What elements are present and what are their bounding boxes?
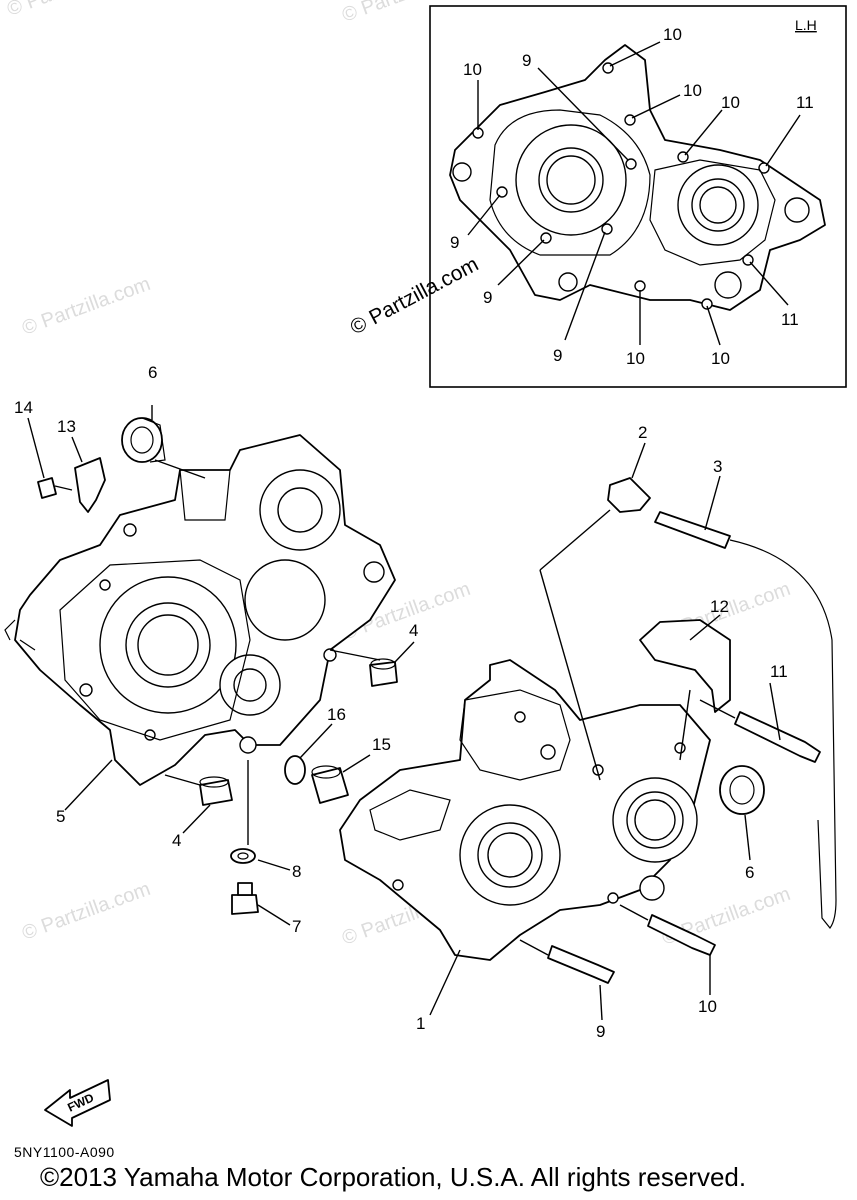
- callout-15: 15: [372, 735, 391, 754]
- callout-13: 13: [57, 417, 76, 436]
- crankcase-right-half: [339, 659, 711, 961]
- inset-crankcase-lh: [449, 44, 826, 311]
- callout-6: 6: [745, 863, 754, 882]
- crankcase-left-half: [4, 434, 396, 786]
- callout-7: 7: [292, 917, 301, 936]
- callout-9: 9: [596, 1022, 605, 1041]
- callout-11: 11: [770, 662, 788, 681]
- callout-4: 4: [172, 831, 181, 850]
- callout-9: 9: [450, 233, 459, 252]
- inset-side-label: L.H: [795, 17, 817, 33]
- callout-12: 12: [710, 597, 729, 616]
- watermark: © Partzilla.com: [339, 0, 473, 27]
- callout-5: 5: [56, 807, 65, 826]
- callout-10: 10: [663, 25, 682, 44]
- callout-4: 4: [409, 621, 418, 640]
- inset-box: [429, 5, 847, 388]
- main-leaders: [27, 405, 781, 1021]
- diagram-code: 5NY1100-A090: [14, 1144, 115, 1160]
- callout-9: 9: [522, 51, 531, 70]
- small-parts: FWD: [37, 417, 837, 1127]
- callout-10: 10: [721, 93, 740, 112]
- inset-watermark: © Partzilla.com: [347, 253, 483, 340]
- callout-9: 9: [483, 288, 492, 307]
- copyright-notice: ©2013 Yamaha Motor Corporation, U.S.A. A…: [40, 1162, 747, 1192]
- watermark: © Partzilla.com: [19, 878, 153, 945]
- callout-9: 9: [553, 346, 562, 365]
- main-callouts: 6 14 13 2 3 12 4 16 15 11 5 4 6 8 7 1 9 …: [14, 363, 788, 1041]
- callout-2: 2: [638, 423, 647, 442]
- inset-callouts: 10 10 9 10 10 11 9 9 9 10 10 11: [450, 25, 814, 368]
- callout-10: 10: [698, 997, 717, 1016]
- callout-10: 10: [683, 81, 702, 100]
- callout-3: 3: [713, 457, 722, 476]
- callout-10: 10: [626, 349, 645, 368]
- callout-11: 11: [796, 93, 814, 112]
- callout-11: 11: [781, 310, 799, 329]
- callout-10: 10: [463, 60, 482, 79]
- callout-6: 6: [148, 363, 157, 382]
- watermark: © Partzilla.com: [19, 273, 153, 340]
- callout-14: 14: [14, 398, 33, 417]
- callout-8: 8: [292, 862, 301, 881]
- inset-leaders: [467, 41, 801, 346]
- callout-16: 16: [327, 705, 346, 724]
- callout-1: 1: [416, 1014, 425, 1033]
- callout-10: 10: [711, 349, 730, 368]
- watermark: © Partzilla.com: [4, 0, 138, 21]
